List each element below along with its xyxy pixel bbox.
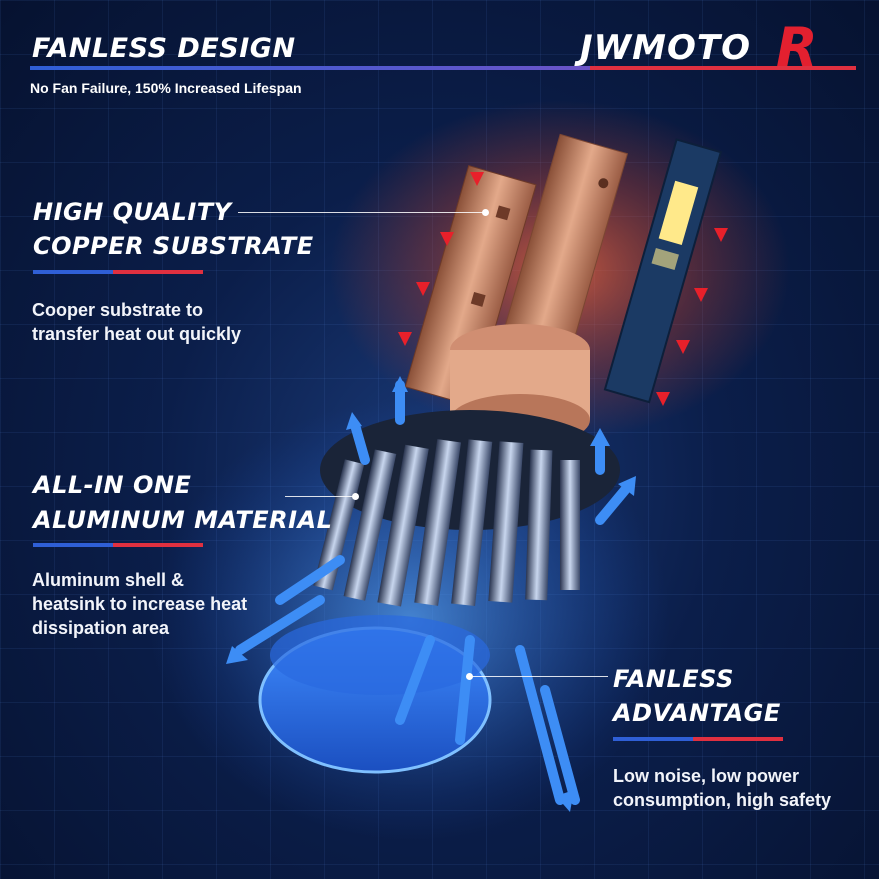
feature-fanless-heading-1: FANLESS: [613, 665, 734, 693]
brand-name: JWMOTO: [580, 28, 751, 68]
feature-copper-heading-2: COPPER SUBSTRATE: [33, 232, 314, 260]
airflow-arrowheads: [226, 376, 636, 812]
feature-copper-heading-1: HIGH QUALITY: [33, 198, 232, 226]
feature-aluminum-desc-1: Aluminum shell &: [32, 570, 185, 590]
feature-fanless-desc-1: Low noise, low power: [613, 766, 800, 786]
title-rule: [30, 66, 856, 70]
feature-aluminum-desc-2: heatsink to increase heat: [32, 594, 248, 614]
feature-aluminum-underline: [33, 543, 203, 547]
airflow-arrows: [235, 380, 630, 805]
feature-fanless-leader-dot: [466, 673, 473, 680]
page-title: FANLESS DESIGN: [32, 33, 296, 64]
feature-fanless-leader: [470, 676, 608, 677]
feature-copper-leader: [238, 212, 486, 213]
feature-fanless-desc-2: consumption, high safety: [613, 790, 832, 810]
feature-fanless-heading-2: ADVANTAGE: [613, 699, 781, 727]
brand-mark: R: [776, 16, 818, 79]
copper-plate: [404, 164, 537, 407]
heatsink-fins: [313, 410, 620, 607]
feature-aluminum-leader-dot: [352, 493, 359, 500]
feature-fanless-underline: [613, 737, 783, 741]
feature-copper-desc-1: Cooper substrate to: [32, 300, 204, 320]
feature-aluminum-leader: [285, 496, 355, 497]
page-subtitle: No Fan Failure, 150% Increased Lifespan: [30, 80, 302, 96]
feature-copper-desc-2: transfer heat out quickly: [32, 324, 242, 344]
glowing-base: [258, 615, 492, 774]
feature-copper-underline: [33, 270, 203, 274]
feature-aluminum-heading-2: ALUMINUM MATERIAL: [33, 506, 333, 534]
feature-copper-leader-dot: [482, 209, 489, 216]
led-chip-board: [603, 138, 723, 404]
feature-aluminum-heading-1: ALL-IN ONE: [33, 471, 192, 499]
heat-arrows: [398, 172, 728, 406]
feature-aluminum-desc-3: dissipation area: [32, 618, 170, 638]
